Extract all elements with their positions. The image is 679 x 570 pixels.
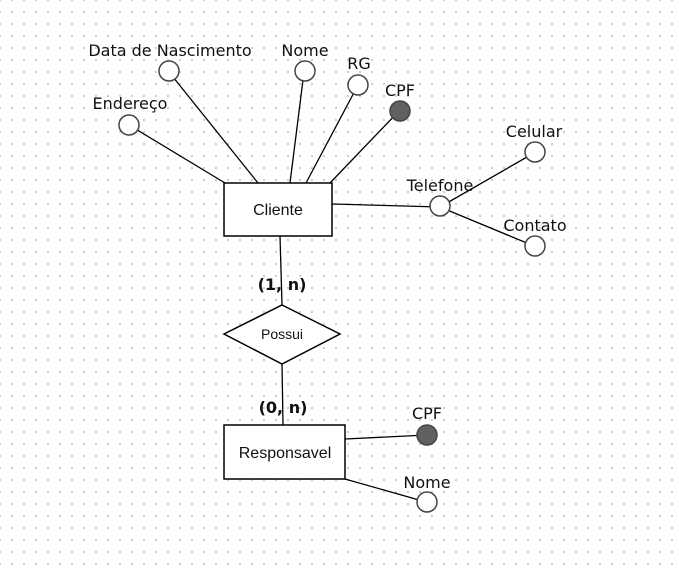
key-attribute-circle[interactable] — [416, 424, 438, 446]
attribute-circle[interactable] — [158, 60, 180, 82]
attribute-telefone[interactable]: Telefone — [406, 176, 474, 217]
edge-telefone-celular — [439, 152, 535, 208]
attribute-circle[interactable] — [524, 141, 546, 163]
attribute-cpf-responsavel[interactable]: CPF — [412, 404, 442, 446]
attribute-label: RG — [347, 54, 371, 73]
attribute-circle[interactable] — [118, 114, 140, 136]
attribute-label: Nome — [281, 41, 328, 60]
entity-cliente-label: Cliente — [253, 202, 303, 219]
edge-cliente-rg — [305, 84, 359, 184]
attribute-label: Nome — [403, 473, 450, 492]
attribute-circle[interactable] — [347, 74, 369, 96]
attribute-label: Celular — [506, 122, 563, 141]
entity-cliente[interactable]: Cliente — [223, 182, 333, 237]
entity-responsavel[interactable]: Responsavel — [223, 424, 346, 480]
attribute-label: CPF — [412, 404, 442, 423]
edge-cliente-endereco — [128, 124, 226, 184]
entity-responsavel-label: Responsavel — [239, 445, 332, 462]
attribute-celular[interactable]: Celular — [506, 122, 563, 163]
connections — [128, 71, 535, 503]
key-attribute-circle[interactable] — [389, 100, 411, 122]
entity-cliente-box[interactable] — [223, 182, 333, 237]
edge-cliente-cpf — [329, 110, 400, 184]
edge-cliente-nome — [289, 71, 305, 184]
attribute-label: Telefone — [406, 176, 474, 195]
attribute-label: Contato — [503, 216, 566, 235]
attribute-circle[interactable] — [524, 235, 546, 257]
relationship-possui[interactable]: Possui — [222, 304, 342, 365]
edge-responsavel-nome — [344, 478, 427, 503]
attribute-label: CPF — [385, 81, 415, 100]
attribute-circle[interactable] — [416, 491, 438, 513]
edge-responsavel-cpf — [344, 434, 428, 440]
attribute-rg[interactable]: RG — [347, 54, 371, 96]
attribute-label: Data de Nascimento — [88, 41, 251, 60]
edge-possui-responsavel — [281, 363, 284, 426]
edge-telefone-contato — [439, 206, 535, 247]
attribute-circle[interactable] — [429, 195, 451, 217]
attribute-nome-cliente[interactable]: Nome — [281, 41, 329, 82]
attribute-nome-responsavel[interactable]: Nome — [403, 473, 451, 513]
entity-responsavel-box[interactable] — [223, 424, 346, 480]
edge-cliente-telefone — [331, 203, 441, 208]
cardinality-responsavel: (0, n) — [259, 398, 308, 417]
relationship-possui-label: Possui — [261, 326, 303, 342]
attribute-circle[interactable] — [294, 60, 316, 82]
relationship-possui-diamond[interactable] — [222, 304, 342, 365]
cardinality-cliente: (1, n) — [258, 275, 307, 294]
attribute-data-nascimento[interactable]: Data de Nascimento — [88, 41, 252, 82]
attribute-endereco[interactable]: Endereço — [93, 94, 168, 136]
attribute-label: Endereço — [93, 94, 168, 113]
edge-cliente-possui — [279, 235, 283, 306]
attribute-contato[interactable]: Contato — [503, 216, 567, 257]
attribute-cpf-cliente[interactable]: CPF — [385, 81, 415, 122]
edge-cliente-data-nascimento — [168, 71, 259, 184]
